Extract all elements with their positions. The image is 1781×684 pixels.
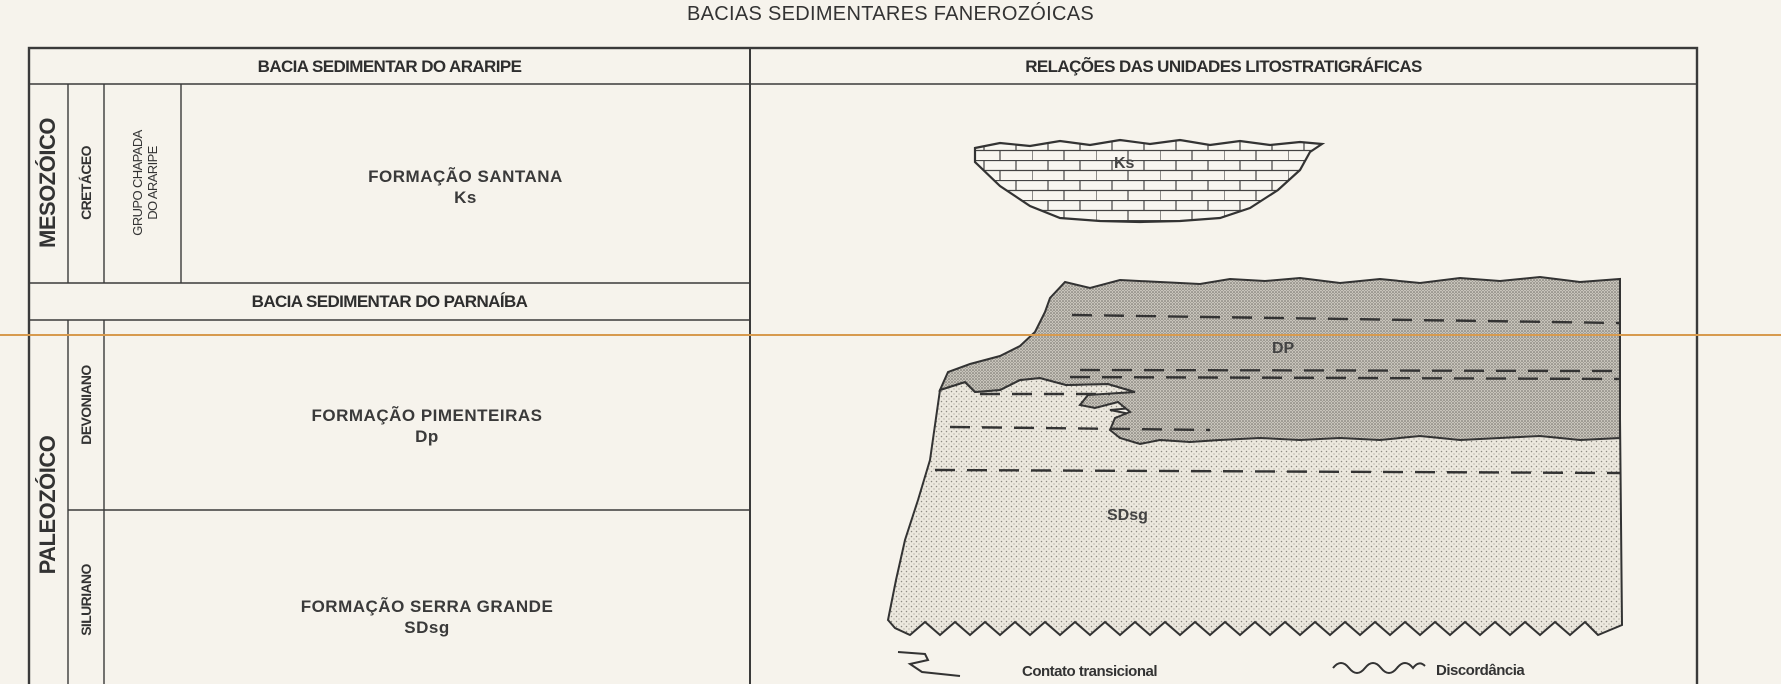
page-title: BACIAS SEDIMENTARES FANEROZÓICAS	[686, 3, 1095, 25]
diagram-unit-ks	[973, 138, 1326, 224]
legend-unconformity: Discordância	[1436, 662, 1525, 679]
formation-pimenteiras: FORMAÇÃO PIMENTEIRAS Dp	[104, 405, 750, 447]
era-paleozoic: PALEOZÓICO	[35, 435, 60, 575]
diagram-unit-dp	[938, 275, 1621, 446]
legend-transitional-contact: Contato transicional	[1022, 663, 1158, 680]
diagram-label-dp: DP	[1272, 340, 1295, 357]
formation-name: FORMAÇÃO SERRA GRANDE	[300, 597, 554, 616]
legend-transitional-contact-icon	[897, 651, 961, 677]
scan-guide-line	[0, 334, 1781, 336]
formation-name: FORMAÇÃO PIMENTEIRAS	[311, 406, 543, 425]
formation-santana: FORMAÇÃO SANTANA Ks	[181, 166, 750, 208]
period-silurian: SILURIANO	[78, 564, 94, 636]
formation-serra-grande: FORMAÇÃO SERRA GRANDE SDsg	[104, 596, 750, 638]
header-parnaiba: BACIA SEDIMENTAR DO PARNAÍBA	[251, 292, 528, 311]
header-relations: RELAÇÕES DAS UNIDADES LITOSTRATIGRÁFICAS	[1025, 57, 1422, 76]
diagram-label-sdsg: SDsg	[1107, 507, 1148, 524]
group-line-1: GRUPO CHAPADA	[130, 130, 145, 236]
period-devonian: DEVONIANO	[78, 365, 94, 445]
formation-name: FORMAÇÃO SANTANA	[368, 167, 563, 186]
era-mesozoic: MESOZÓICO	[35, 118, 60, 248]
group-chapada-araripe: GRUPO CHAPADA DO ARARIPE	[130, 130, 160, 235]
table-frame	[27, 46, 1699, 684]
legend-unconformity-icon	[1332, 662, 1426, 674]
formation-code: Dp	[415, 427, 439, 446]
group-line-2: DO ARARIPE	[145, 146, 160, 220]
header-araripe: BACIA SEDIMENTAR DO ARARIPE	[257, 57, 522, 76]
period-cretaceous: CRETÁCEO	[78, 146, 94, 220]
formation-code: Ks	[454, 188, 477, 207]
formation-code: SDsg	[404, 618, 450, 637]
diagram-dashed-lines	[934, 313, 1621, 475]
diagram-label-ks: Ks	[1114, 155, 1135, 172]
